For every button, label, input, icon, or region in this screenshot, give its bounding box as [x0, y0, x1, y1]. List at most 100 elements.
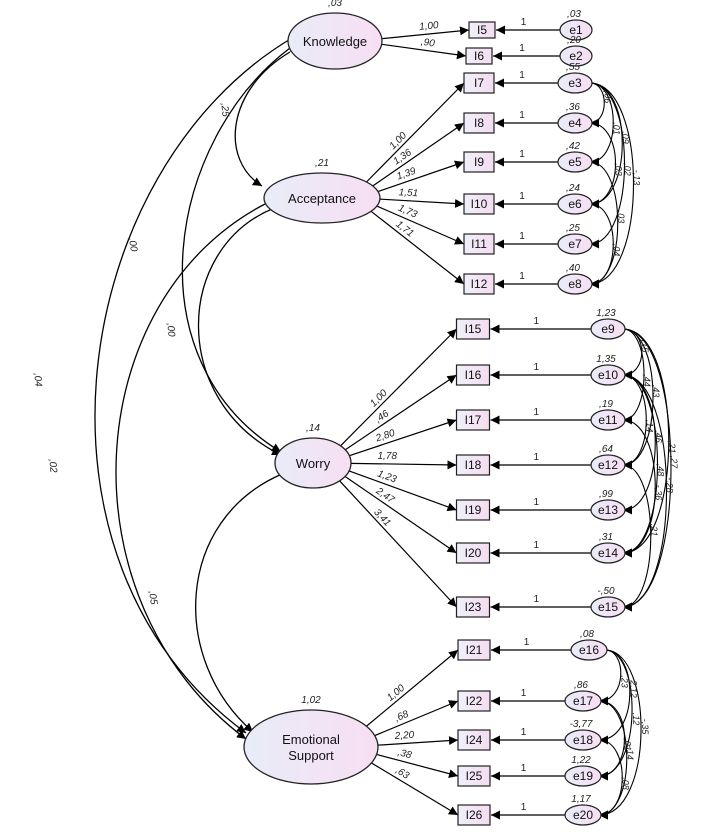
loading-arrow: [375, 204, 465, 245]
error-ellipse: [590, 596, 626, 618]
latent-variance-label: ,03: [328, 0, 342, 9]
error-ellipse: [559, 45, 593, 67]
error-covariance-curve: [580, 78, 635, 289]
loading-label: 1,00: [368, 387, 390, 409]
error-ellipse: [590, 364, 626, 386]
error-path-label: 1: [533, 540, 539, 551]
error-ellipse: [564, 729, 602, 751]
indicator-label: I19: [465, 503, 482, 517]
error-variance-label: ,36: [566, 102, 580, 113]
loading-arrow: [378, 198, 465, 208]
loading-label: 1,00: [419, 20, 440, 33]
error-path-label: 1: [524, 637, 530, 648]
loading-arrow: [364, 649, 459, 728]
loading-label: 1,51: [398, 187, 418, 199]
indicator-label: I9: [474, 155, 484, 169]
indicator-box: [463, 273, 495, 295]
error-path-label: 1: [533, 594, 539, 605]
error-covariance-label: -,36: [653, 485, 663, 501]
loading-arrow: [348, 418, 457, 457]
error-label: e14: [598, 546, 618, 560]
indicator-box: [463, 151, 495, 173]
latent-ellipse: [274, 437, 352, 489]
error-covariance-curve: [595, 645, 631, 745]
indicator-box: [455, 542, 491, 564]
indicator-label: I22: [466, 694, 483, 708]
error-ellipse: [590, 409, 626, 431]
loading-label: 2,80: [373, 428, 396, 445]
node-layer: [243, 12, 626, 826]
latent-covariance-label: ,04: [31, 372, 43, 387]
indicator-box: [468, 21, 496, 39]
error-label: e11: [598, 413, 617, 427]
error-ellipse: [557, 151, 593, 173]
loading-arrow: [369, 210, 465, 285]
indicator-label: I25: [466, 769, 483, 783]
error-variance-label: -3,77: [570, 719, 593, 730]
indicator-box: [457, 765, 491, 787]
error-label: e4: [568, 116, 582, 130]
indicator-box: [465, 47, 493, 65]
indicator-label: I23: [465, 600, 482, 614]
error-covariance-label: -,14: [625, 744, 635, 760]
error-covariance-curve: [613, 370, 658, 558]
indicator-label: I10: [471, 197, 488, 211]
error-path-label: 1: [521, 763, 527, 774]
error-path-label: 1: [533, 452, 539, 463]
error-covariance-label: ,12: [631, 713, 641, 726]
error-variance-label: 1,22: [571, 755, 591, 766]
error-covariance-label: ,27: [669, 456, 679, 470]
loading-arrow: [339, 328, 457, 447]
error-covariance-label: -,35: [640, 719, 650, 736]
loading-arrow: [371, 122, 465, 188]
error-covariance-label: ,48: [656, 464, 666, 477]
loading-arrow: [347, 469, 457, 512]
error-ellipse: [570, 639, 608, 661]
error-covariance-curve: [580, 199, 614, 289]
error-ellipse: [590, 499, 626, 521]
error-label: e2: [569, 49, 583, 63]
latent-variance-label: ,21: [315, 158, 329, 169]
error-covariance-label: 2,12: [629, 679, 639, 698]
error-label: e13: [598, 503, 618, 517]
error-variance-label: ,42: [566, 141, 580, 152]
error-variance-label: ,20: [567, 35, 581, 46]
error-variance-label: ,55: [566, 62, 580, 73]
error-path-label: 1: [519, 70, 525, 81]
error-covariance-curve: [580, 78, 614, 167]
error-variance-label: ,86: [574, 680, 588, 691]
loading-arrow: [343, 475, 457, 554]
indicator-box: [463, 72, 495, 94]
error-covariance-curve: [595, 645, 642, 820]
error-label: e7: [568, 237, 582, 251]
indicator-box: [463, 233, 495, 255]
latent-covariance-curve: [195, 466, 293, 733]
indicator-label: I7: [474, 76, 484, 90]
error-variance-label: ,24: [566, 183, 580, 194]
error-label: e8: [568, 277, 582, 291]
error-covariance-curve: [589, 735, 623, 820]
error-path-label: 1: [521, 727, 527, 738]
error-label: e6: [568, 197, 582, 211]
indicator-box: [463, 193, 495, 215]
error-variance-label: ,03: [567, 9, 581, 20]
indicator-box: [455, 364, 491, 386]
indicator-box: [457, 804, 491, 826]
error-covariance-label: ,21: [649, 524, 659, 537]
error-path-label: 1: [521, 802, 527, 813]
error-label: e9: [601, 322, 615, 336]
latent-covariance-curve: [115, 195, 276, 740]
loading-label: 1,78: [377, 451, 397, 462]
loading-arrow: [375, 736, 459, 746]
error-variance-label: ,99: [599, 489, 613, 500]
indicator-box: [457, 639, 491, 661]
latent-label: Knowledge: [303, 34, 367, 49]
error-covariance-label: ,01: [623, 738, 633, 751]
indicator-label: I18: [465, 458, 482, 472]
latent-covariance-label: ,25: [218, 102, 230, 117]
error-covariance-label: ,23: [620, 675, 630, 688]
error-covariance-label: -,28: [665, 477, 675, 493]
latent-ellipse: [243, 709, 379, 785]
error-label: e3: [568, 76, 582, 90]
